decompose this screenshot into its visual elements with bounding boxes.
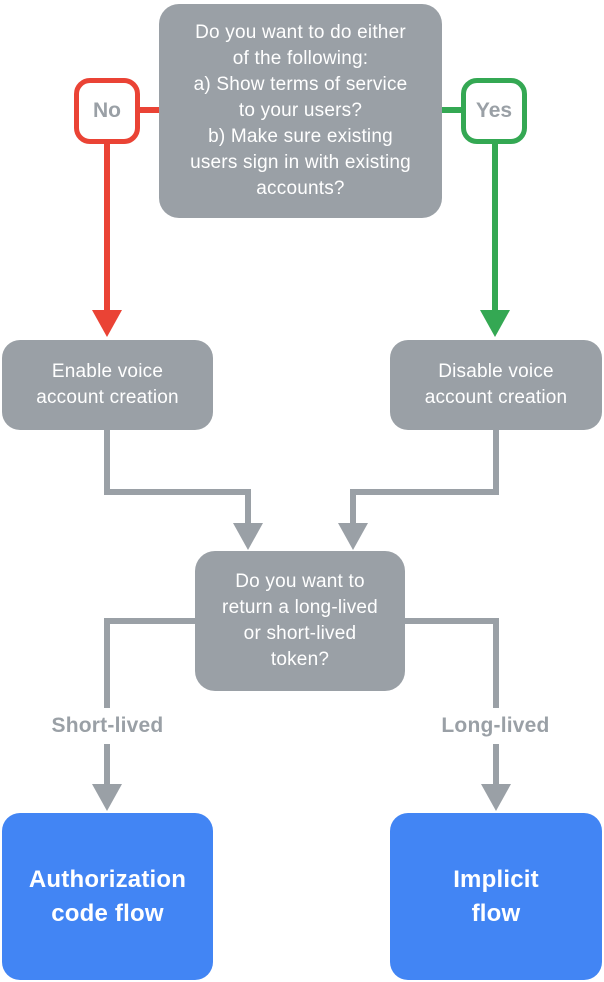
no-branch-line-horizontal (140, 107, 159, 113)
question-box-token-text: Do you want to return a long-lived or sh… (222, 571, 378, 670)
node-enable-voice-account-creation: Enable voice account creation (2, 340, 213, 430)
edge-label-short-lived-text: Short-lived (51, 714, 164, 737)
node-disable-voice-text: Disable voice account creation (424, 361, 568, 408)
node-disable-voice-account-creation: Disable voice account creation (390, 340, 602, 430)
no-branch-line-vertical (104, 142, 110, 312)
outcome-implicit-flow-text: Implicit flow (453, 865, 539, 927)
short-lived-line-across (104, 618, 199, 624)
long-lived-line-across (401, 618, 499, 624)
yes-badge-label: Yes (475, 99, 513, 122)
outcome-implicit-flow: Implicit flow (390, 813, 602, 980)
node-enable-voice-text: Enable voice account creation (36, 361, 179, 408)
merge-left-line-into (245, 489, 251, 525)
merge-right-line-across (350, 489, 499, 495)
yes-branch-line-vertical (492, 142, 498, 312)
short-lived-line-down (104, 618, 110, 786)
long-lived-arrow-down-icon (481, 784, 511, 811)
short-lived-arrow-down-icon (92, 784, 122, 811)
question-box-terms-text: Do you want to do either of the followin… (190, 22, 411, 199)
merge-right-line-into (350, 489, 356, 525)
yes-badge: Yes (461, 78, 527, 144)
merge-right-line-down (493, 430, 499, 495)
long-lived-line-down (493, 618, 499, 786)
no-badge-label: No (93, 99, 121, 122)
merge-left-arrow-down-icon (233, 523, 263, 550)
outcome-authorization-code-flow-text: Authorization code flow (28, 865, 187, 927)
no-arrow-down-icon (92, 310, 122, 337)
question-box-token: Do you want to return a long-lived or sh… (195, 551, 405, 691)
yes-arrow-down-icon (480, 310, 510, 337)
no-badge: No (74, 78, 140, 144)
merge-left-line-across (104, 489, 251, 495)
edge-label-long-lived-text: Long-lived (441, 714, 550, 737)
merge-left-line-down (104, 430, 110, 495)
edge-label-long-lived: Long-lived (411, 708, 580, 744)
edge-label-short-lived: Short-lived (23, 708, 192, 744)
merge-right-arrow-down-icon (338, 523, 368, 550)
yes-branch-line-horizontal (442, 107, 461, 113)
outcome-authorization-code-flow: Authorization code flow (2, 813, 213, 980)
question-box-terms: Do you want to do either of the followin… (159, 4, 442, 218)
